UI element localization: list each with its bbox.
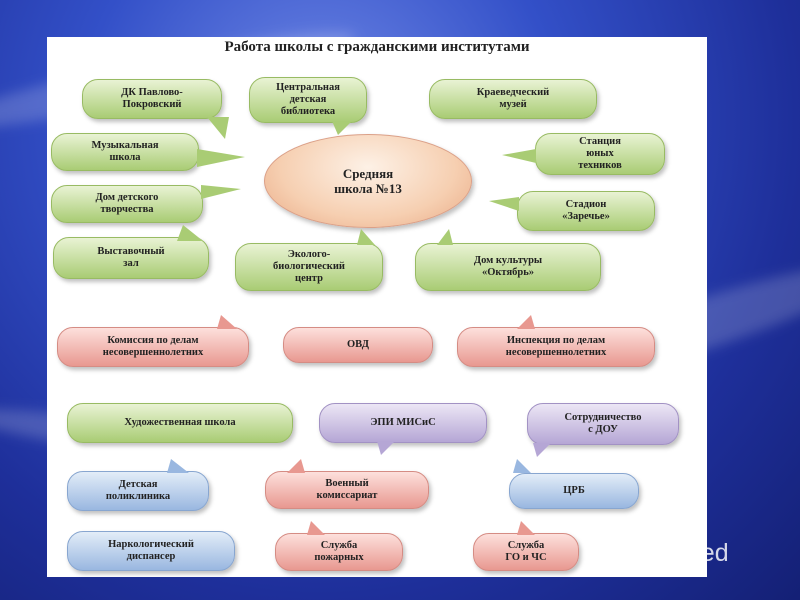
diagram-title: Работа школы с гражданскими институтами — [224, 39, 530, 55]
node-narcology-dispensary: Наркологический диспансер — [67, 531, 235, 571]
center-node-school: Средняя школа №13 — [264, 134, 472, 228]
node-ovd: ОВД — [283, 327, 433, 363]
node-kids-house: Дом детского творчества — [51, 185, 203, 223]
node-crb: ЦРБ — [509, 473, 639, 509]
bubble-tail — [307, 521, 325, 535]
bubble-tail — [517, 521, 535, 535]
node-dk: ДК Павлово- Покровский — [82, 79, 222, 119]
bubble-tail — [513, 459, 531, 473]
bubble-tail — [357, 229, 375, 245]
bubble-tail — [177, 225, 203, 241]
node-stadium: Стадион «Заречье» — [517, 191, 655, 231]
bubble-tail — [332, 121, 352, 135]
node-library: Центральная детская библиотека — [249, 77, 367, 123]
node-minors-inspection: Инспекция по делам несовершеннолетних — [457, 327, 655, 367]
bubble-tail — [533, 443, 551, 457]
node-art-school: Художественная школа — [67, 403, 293, 443]
node-exhibition-hall: Выставочный зал — [53, 237, 209, 279]
presentation-board-icon — [612, 537, 640, 568]
slide-panel: Работа школы с гражданскими институтами … — [47, 37, 707, 577]
node-polyclinic: Детская поликлиника — [67, 471, 209, 511]
bubble-tail — [377, 441, 395, 455]
bubble-tail — [517, 315, 535, 329]
node-eco-center: Эколого- биологический центр — [235, 243, 383, 291]
node-military-commissariat: Военный комиссариат — [265, 471, 429, 509]
bubble-tail — [489, 197, 519, 211]
node-museum: Краеведческий музей — [429, 79, 597, 119]
bubble-tail — [197, 149, 245, 167]
node-dou-cooperation: Сотрудничество с ДОУ — [527, 403, 679, 445]
node-fire-service: Служба пожарных — [275, 533, 403, 571]
node-go-chs-service: Служба ГО и ЧС — [473, 533, 579, 571]
node-culture-house: Дом культуры «Октябрь» — [415, 243, 601, 291]
bubble-tail — [207, 117, 229, 139]
bubble-tail — [287, 459, 305, 473]
node-young-technicians: Станция юных техников — [535, 133, 665, 175]
node-minors-commission: Комиссия по делам несовершеннолетних — [57, 327, 249, 367]
watermark-text: Shared — [648, 538, 729, 567]
bubble-tail — [167, 459, 189, 473]
bubble-tail — [201, 185, 241, 199]
bubble-tail — [437, 229, 453, 245]
watermark: Shared — [612, 537, 729, 569]
node-epi-misis: ЭПИ МИСиС — [319, 403, 487, 443]
bubble-tail — [217, 315, 237, 329]
bubble-tail — [502, 149, 536, 163]
node-music-school: Музыкальная школа — [51, 133, 199, 171]
